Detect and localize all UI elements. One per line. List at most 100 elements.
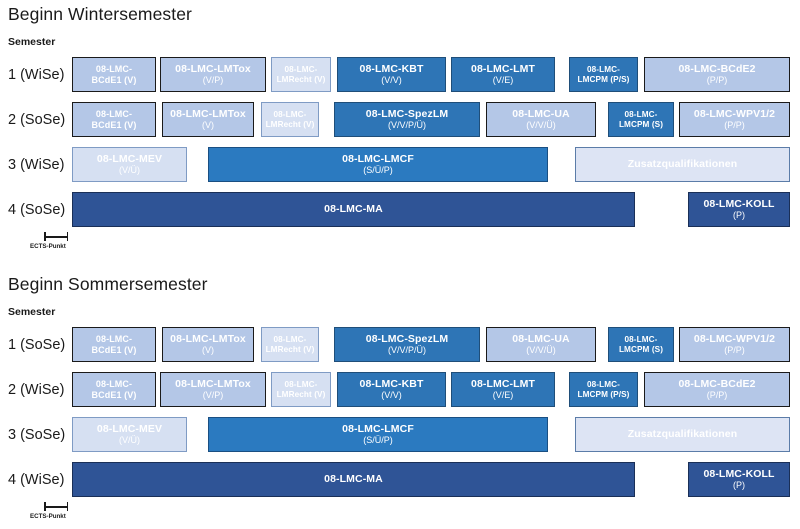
module-box[interactable]: 08-LMC-KBT(V/V) xyxy=(337,57,446,92)
ects-legend-sommersemester: ECTS-Punkt xyxy=(30,502,68,520)
module-form: (V/V) xyxy=(381,75,402,86)
module-code: 08-LMC-BCdE1 (V) xyxy=(91,334,137,355)
module-form: (V/V/Ü) xyxy=(526,120,556,131)
module-code: Zusatzqualifikationen xyxy=(627,157,738,170)
module-box[interactable]: 08-LMC-KOLL(P) xyxy=(688,462,790,497)
module-box[interactable]: Zusatzqualifikationen xyxy=(575,147,790,182)
module-box[interactable]: 08-LMC-LMTox(V) xyxy=(162,327,254,362)
module-box[interactable]: 08-LMC-LMTox(V/P) xyxy=(160,372,266,407)
module-track: 08-LMC-MA 08-LMC-KOLL(P) xyxy=(0,457,800,502)
module-form: (V/V/P/Ü) xyxy=(387,345,426,356)
module-box[interactable]: 08-LMC-LMRecht (V) xyxy=(261,102,319,137)
module-box[interactable]: 08-LMC-LMCPM (P/S) xyxy=(569,372,638,407)
ects-legend-label: ECTS-Punkt xyxy=(30,243,66,250)
module-box[interactable]: 08-LMC-LMCF(S/Ü/P) xyxy=(208,147,548,182)
module-form: (V/E) xyxy=(492,75,514,86)
module-form: (P) xyxy=(733,480,745,491)
section-title-sommersemester: Beginn Sommersemester xyxy=(8,274,208,294)
module-track: 08-LMC-BCdE1 (V)08-LMC-LMTox(V/P)08-LMC-… xyxy=(0,367,800,412)
module-box[interactable]: 08-LMC-SpezLM(V/V/P/Ü) xyxy=(334,327,480,362)
module-form: (P/P) xyxy=(724,345,745,356)
module-box[interactable]: 08-LMC-UA(V/V/Ü) xyxy=(486,327,596,362)
module-code: 08-LMC-LMCPM (P/S) xyxy=(577,380,630,399)
semester-row: 2 (WiSe)08-LMC-BCdE1 (V)08-LMC-LMTox(V/P… xyxy=(0,367,800,412)
module-form: (V/Ü) xyxy=(119,165,140,176)
module-box[interactable]: 08-LMC-LMRecht (V) xyxy=(261,327,319,362)
module-form: (V) xyxy=(202,120,214,131)
module-code: 08-LMC-LMRecht (V) xyxy=(276,65,326,84)
module-box[interactable]: 08-LMC-BCdE2(P/P) xyxy=(644,372,790,407)
module-code: 08-LMC-LMT xyxy=(471,377,535,390)
module-box[interactable]: 08-LMC-WPV1/2(P/P) xyxy=(679,327,790,362)
module-form: (S/Ü/P) xyxy=(363,165,393,176)
semester-row-label: 2 (SoSe) xyxy=(8,111,66,128)
semester-row-label: 3 (SoSe) xyxy=(8,426,66,443)
module-box[interactable]: 08-LMC-LMRecht (V) xyxy=(271,57,331,92)
module-box[interactable]: 08-LMC-LMCPM (S) xyxy=(608,327,674,362)
module-code: 08-LMC-LMCPM (S) xyxy=(618,335,664,354)
module-box[interactable]: 08-LMC-LMT(V/E) xyxy=(451,57,555,92)
module-box[interactable]: 08-LMC-BCdE1 (V) xyxy=(72,57,156,92)
module-form: (P/P) xyxy=(724,120,745,131)
ects-scale-bar xyxy=(44,502,68,511)
module-box[interactable]: 08-LMC-LMRecht (V) xyxy=(271,372,331,407)
module-box[interactable]: 08-LMC-BCdE1 (V) xyxy=(72,327,156,362)
module-box[interactable]: 08-LMC-MA xyxy=(72,192,635,227)
module-box[interactable]: 08-LMC-WPV1/2(P/P) xyxy=(679,102,790,137)
module-box[interactable]: 08-LMC-KOLL(P) xyxy=(688,192,790,227)
module-code: 08-LMC-BCdE1 (V) xyxy=(91,379,137,400)
module-box[interactable]: 08-LMC-LMCPM (S) xyxy=(608,102,674,137)
module-box[interactable]: 08-LMC-MEV(V/Ü) xyxy=(72,417,187,452)
module-box[interactable]: 08-LMC-LMCF(S/Ü/P) xyxy=(208,417,548,452)
module-code: 08-LMC-MEV xyxy=(96,422,163,435)
module-box[interactable]: 08-LMC-MEV(V/Ü) xyxy=(72,147,187,182)
module-track: 08-LMC-BCdE1 (V) 08-LMC-LMTox(V) 08-LMC-LM… xyxy=(0,97,800,142)
module-code: 08-LMC-SpezLM xyxy=(365,107,449,120)
module-code: 08-LMC-LMT xyxy=(471,62,535,75)
module-box[interactable]: 08-LMC-BCdE1 (V) xyxy=(72,372,156,407)
module-box[interactable]: 08-LMC-BCdE1 (V) xyxy=(72,102,156,137)
module-form: (P) xyxy=(733,210,745,221)
module-code: 08-LMC-LMCF xyxy=(342,422,414,435)
module-code: 08-LMC-LMRecht (V) xyxy=(265,110,315,129)
module-code: 08-LMC-BCdE1 (V) xyxy=(91,64,137,85)
ects-legend-label: ECTS-Punkt xyxy=(30,513,66,520)
module-code: 08-LMC-UA xyxy=(512,107,570,120)
module-box[interactable]: 08-LMC-LMTox(V/P) xyxy=(160,57,266,92)
semester-rows-sommersemester: 1 (SoSe)08-LMC-BCdE1 (V)08-LMC-LMTox(V)0… xyxy=(0,322,800,502)
module-form: (V) xyxy=(202,345,214,356)
module-box[interactable]: 08-LMC-LMT(V/E) xyxy=(451,372,555,407)
module-code: 08-LMC-LMTox xyxy=(175,62,251,75)
module-code: 08-LMC-BCdE2 xyxy=(678,377,756,390)
section-title-wintersemester: Beginn Wintersemester xyxy=(8,4,192,24)
module-box[interactable]: 08-LMC-LMTox(V) xyxy=(162,102,254,137)
module-box[interactable]: 08-LMC-BCdE2(P/P) xyxy=(644,57,790,92)
module-box[interactable]: 08-LMC-UA(V/V/Ü) xyxy=(486,102,596,137)
module-form: (V/V/P/Ü) xyxy=(387,120,426,131)
module-code: 08-LMC-MA xyxy=(324,202,383,215)
module-code: 08-LMC-SpezLM xyxy=(365,332,449,345)
semester-caption-sommersemester: Semester xyxy=(8,306,56,318)
module-box[interactable]: Zusatzqualifikationen xyxy=(575,417,790,452)
module-form: (V/P) xyxy=(202,390,224,401)
module-code: Zusatzqualifikationen xyxy=(627,427,738,440)
module-code: 08-LMC-MA xyxy=(324,472,383,485)
module-form: (P/P) xyxy=(706,75,728,86)
module-box[interactable]: 08-LMC-MA xyxy=(72,462,635,497)
semester-row: 2 (SoSe)08-LMC-BCdE1 (V)08-LMC-LMTox(V)0… xyxy=(0,97,800,142)
module-form: (S/Ü/P) xyxy=(363,435,393,446)
module-code: 08-LMC-BCdE2 xyxy=(678,62,756,75)
module-code: 08-LMC-BCdE1 (V) xyxy=(91,109,137,130)
semester-caption-wintersemester: Semester xyxy=(8,36,56,48)
module-box[interactable]: 08-LMC-KBT(V/V) xyxy=(337,372,446,407)
module-code: 08-LMC-KBT xyxy=(359,377,424,390)
module-box[interactable]: 08-LMC-LMCPM (P/S) xyxy=(569,57,638,92)
module-form: (V/P) xyxy=(202,75,224,86)
module-form: (V/V) xyxy=(381,390,402,401)
module-code: 08-LMC-WPV1/2 xyxy=(693,332,776,345)
module-code: 08-LMC-WPV1/2 xyxy=(693,107,776,120)
module-track: 08-LMC-MEV(V/Ü) 08-LMC-LMCF(S/Ü/P) Zusatzq… xyxy=(0,142,800,187)
module-box[interactable]: 08-LMC-SpezLM(V/V/P/Ü) xyxy=(334,102,480,137)
